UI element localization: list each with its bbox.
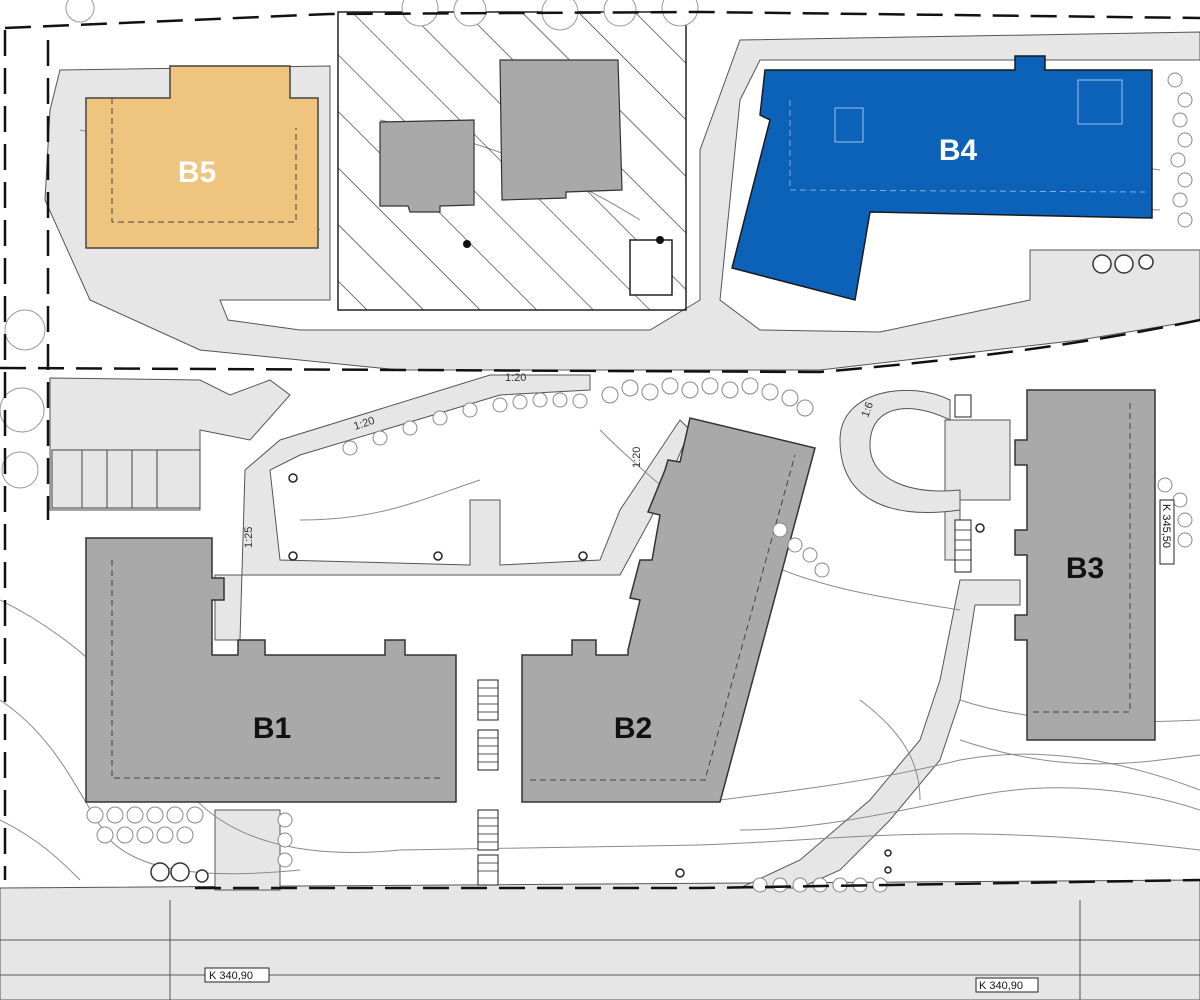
left-parking xyxy=(49,377,291,511)
label-b5: B5 xyxy=(178,156,216,189)
stair-treads xyxy=(478,529,971,872)
bottom-walk xyxy=(214,809,281,891)
trees xyxy=(0,0,699,489)
elevation-tag-vertical: K 345,50 xyxy=(1159,499,1175,565)
elevation-label: K 340,90 xyxy=(979,980,1023,992)
building-b3 xyxy=(1014,389,1156,741)
slope-label: 1:20 xyxy=(505,372,526,384)
parking-stalls xyxy=(51,449,201,509)
building-b2-outline xyxy=(530,454,796,781)
label-b3: B3 xyxy=(1066,552,1104,585)
building-b4-detail xyxy=(1077,79,1123,125)
vegetation xyxy=(86,72,1193,893)
building-b5-outline xyxy=(111,98,297,223)
loop-path xyxy=(839,389,961,513)
dimension-ticks xyxy=(0,900,1200,1000)
building-b4-outline xyxy=(789,100,1146,193)
slope-label: 1:20 xyxy=(631,447,643,468)
elevation-tag-right: K 340,90 xyxy=(975,977,1039,993)
property-lines xyxy=(0,10,1200,890)
label-b2: B2 xyxy=(614,712,652,745)
round-features xyxy=(150,254,1154,883)
elevation-tag-left: K 340,90 xyxy=(204,967,270,983)
slope-label: 1:25 xyxy=(243,527,255,548)
right-path xyxy=(739,579,1021,889)
building-b4-detail xyxy=(834,107,864,143)
existing-structure-left xyxy=(379,119,475,213)
elevation-label: K 345,50 xyxy=(1160,504,1172,548)
lamp-posts xyxy=(288,473,985,878)
stairs xyxy=(477,394,972,886)
building-b4 xyxy=(731,55,1153,301)
existing-structure-right xyxy=(499,59,623,201)
building-b2 xyxy=(521,417,816,803)
building-b3-outline xyxy=(1033,400,1131,713)
slope-label: 1:6 xyxy=(860,401,877,419)
marker-dot xyxy=(463,240,471,248)
marker-dot xyxy=(656,236,664,244)
small-structure xyxy=(629,239,673,296)
elevation-label: K 340,90 xyxy=(209,970,253,982)
label-b1: B1 xyxy=(253,712,291,745)
existing-structures xyxy=(379,59,623,213)
building-b1-outline xyxy=(111,560,440,779)
building-b5 xyxy=(85,65,319,249)
label-b4: B4 xyxy=(939,134,978,167)
building-b1 xyxy=(85,537,457,803)
